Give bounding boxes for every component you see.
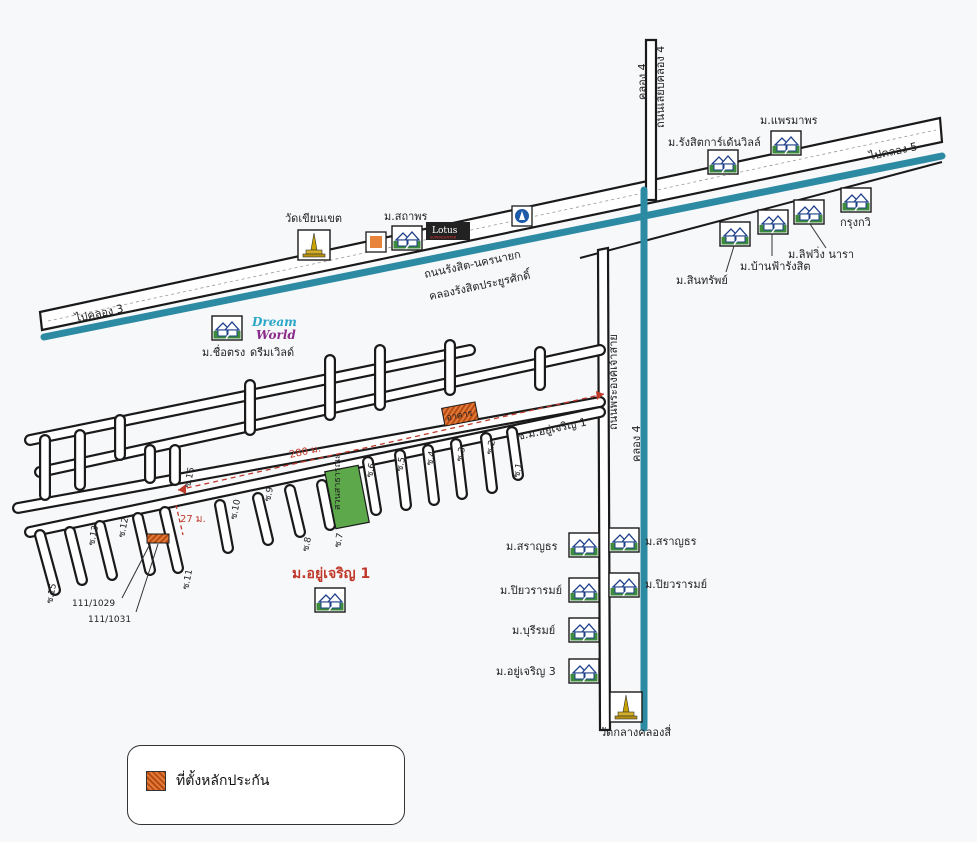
m-saranthorn-left-label: ม.สราญธร [506,540,558,553]
svg-text:ซ.11: ซ.11 [181,569,195,591]
park-label: สวนสาธารณะ [333,454,343,510]
village-icon [719,221,751,247]
m-praemaporn-label: ม.แพรมาพร [760,114,818,127]
m-suetrong-label: ม.ชื่อตรง [202,344,245,359]
krung-kavi-label: กรุงกวิ [840,216,871,229]
svg-text:ซ.6: ซ.6 [365,462,378,479]
svg-text:ซ.13: ซ.13 [87,525,101,547]
khlong4-road [596,38,658,732]
dimension-280m [177,391,605,494]
distance-27-label: 27 ม. [180,514,206,525]
svg-text:Dream: Dream [251,315,297,329]
village-icon [314,587,346,613]
svg-text:ซ.5: ซ.5 [395,456,408,472]
svg-text:Lotus: Lotus [432,226,458,236]
svg-text:SUPERCENTER: SUPERCENTER [430,236,457,240]
village-icon [211,315,243,341]
svg-text:ซ.10: ซ.10 [229,498,243,520]
svg-text:ซ.12: ซ.12 [117,517,131,539]
khlong4-bottom-label: คลอง 4 [630,425,643,462]
dream-world-logo: Dream World [251,315,297,342]
village-icon [568,617,600,643]
temple-icon [609,691,643,723]
collateral-swatch [146,771,166,791]
m-living-nara-label: ม.ลิฟวิ่ง นารา [788,246,854,261]
building-marker [441,401,479,427]
map-legend: ที่ตั้งหลักประกัน [127,745,405,825]
m-yucharoen3-label: ม.อยู่เจริญ 3 [496,665,556,678]
m-piyawarom-right-label: ม.ปิยวรารมย์ [645,578,707,591]
svg-text:ซ.2: ซ.2 [485,439,498,455]
building-label: อาคาร [446,409,474,424]
m-baanfah-rangsit-label: ม.บ้านฟ้ารังสิต [740,260,811,273]
m-yucharoen1-label: ม.อยู่เจริญ 1 [292,566,370,582]
dream-world-label: ดรีมเวิลด์ [250,346,294,359]
khlong4-top-label: คลอง 4 [636,63,649,100]
khlong4-road-top-label: ถนนเลียบคลอง 4 [654,46,667,128]
temple-icon [297,229,331,261]
plot-1031-label: 111/1031 [88,615,131,625]
m-piyawarom-left-label: ม.ปิยวรารมย์ [500,584,562,597]
svg-text:ซ.4: ซ.4 [425,450,438,467]
rangsit-canal [40,152,946,341]
shop-icon [365,231,387,253]
svg-text:World: World [256,328,296,342]
m-saranthorn-right-label: ม.สราญธร [645,535,697,548]
wat-rian-khet-label: วัดเขียนเขต [285,212,342,225]
wat-klang-khlong4-label: วัดกลางคลองสี่ [600,724,671,739]
m-sathaporn-label: ม.สถาพร [384,210,428,223]
village-icon [757,209,789,235]
village-icon [608,572,640,598]
phra-ong-chao-road-label: ถนนพระองค์เจ้าสาย [607,334,620,430]
collateral-plot [146,533,170,544]
dimension-27m [175,504,184,536]
plot-1029-label: 111/1029 [72,599,115,609]
m-rangsit-garden-label: ม.รังสิตการ์เด้นวิลล์ [668,136,761,149]
village-icon [391,225,423,251]
village-icon [568,532,600,558]
svg-text:ซ.9: ซ.9 [263,486,276,503]
village-icon [707,149,739,175]
soi-labels: ซ.1 ซ.2 ซ.3 ซ.4 ซ.5 ซ.6 ซ.7 ซ.8 ซ.9 ซ.10… [45,439,525,604]
m-burirom-label: ม.บุรีรมย์ [512,624,555,637]
m-sinsap-label: ม.สินทรัพย์ [676,274,728,287]
ptt-station-icon [511,205,533,227]
plot-leader-1031 [135,543,159,613]
village-icon [608,527,640,553]
svg-text:ซ.15: ซ.15 [45,583,59,605]
plot-leader-1029 [121,543,151,599]
svg-text:ซ.1: ซ.1 [512,462,525,478]
village-icon [568,577,600,603]
lotus-store-icon: Lotus SUPERCENTER [426,222,470,240]
village-icon [770,130,802,156]
public-park [324,464,370,530]
svg-text:ซ.16: ซ.16 [183,466,197,488]
village-icon [568,658,600,684]
svg-text:ซ.7: ซ.7 [333,532,346,548]
svg-text:ซ.8: ซ.8 [301,536,314,553]
local-street-grid [12,339,606,596]
village-icon [840,187,872,213]
village-icon [793,199,825,225]
svg-text:ซ.3: ซ.3 [455,446,468,462]
legend-label: ที่ตั้งหลักประกัน [176,773,270,789]
